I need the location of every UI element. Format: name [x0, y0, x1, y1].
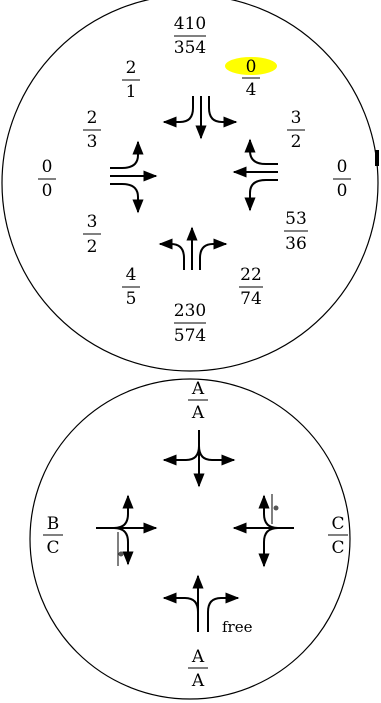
free-label: free — [222, 618, 253, 636]
fraction-denominator: 5 — [126, 289, 137, 309]
fraction-numerator: 53 — [285, 209, 307, 229]
label-denominator: A — [191, 403, 205, 423]
fraction-south-right: 22 74 — [239, 265, 263, 309]
fraction-denominator: 3 — [87, 132, 98, 152]
fraction-west-upper: 2 3 — [83, 108, 101, 152]
fraction-denominator: 0 — [42, 181, 53, 201]
fraction-numerator: 2 — [126, 58, 137, 78]
fraction-numerator: 0 — [42, 157, 53, 177]
fraction-numerator: 4 — [126, 265, 137, 285]
fraction-east: 0 0 — [333, 157, 351, 201]
fraction-denominator: 2 — [87, 237, 98, 257]
fraction-denominator: 2 — [291, 132, 302, 152]
fraction-numerator: 230 — [174, 301, 206, 321]
fraction-south-left: 4 5 — [122, 265, 140, 309]
lane-arrows-south — [162, 574, 240, 632]
fraction-west: 0 0 — [38, 157, 56, 201]
fraction-denominator: 4 — [246, 80, 257, 100]
fraction-numerator: 410 — [174, 14, 206, 34]
fraction-denominator: 74 — [240, 289, 262, 309]
edge-mark — [375, 150, 379, 166]
fraction-north-left: 2 1 — [122, 58, 140, 102]
arrows-south-approach — [158, 226, 228, 270]
fraction-numerator: 22 — [240, 265, 262, 285]
label-east: C C — [328, 514, 348, 558]
label-north: A A — [188, 379, 208, 423]
label-south: A A — [188, 647, 208, 691]
lane-arrows-east — [232, 494, 294, 568]
fraction-numerator: 0 — [246, 57, 257, 77]
fraction-denominator: 36 — [285, 234, 307, 254]
highlight-marker — [225, 57, 277, 75]
fraction-denominator: 0 — [337, 181, 348, 201]
label-denominator: C — [46, 538, 59, 558]
label-numerator: A — [191, 647, 205, 667]
fraction-north-right: 0 4 — [242, 57, 260, 100]
fraction-denominator: 1 — [126, 82, 137, 102]
lane-assignment-circle: A A B C C C A A free — [29, 378, 351, 700]
label-numerator: B — [47, 514, 60, 534]
fraction-numerator: 2 — [87, 108, 98, 128]
lane-arrows-west — [96, 494, 158, 566]
arrows-north-approach — [162, 96, 238, 140]
label-denominator: C — [331, 538, 344, 558]
label-numerator: C — [331, 514, 344, 534]
turning-counts-circle: 410 354 0 4 2 1 2 3 0 0 3 2 — [1, 0, 379, 372]
label-west: B C — [43, 514, 63, 558]
label-numerator: A — [191, 379, 205, 399]
fraction-north: 410 354 — [174, 14, 206, 58]
lane-arrows-north — [162, 430, 236, 488]
fraction-denominator: 574 — [174, 326, 206, 346]
fraction-denominator: 354 — [174, 38, 206, 58]
label-denominator: A — [191, 671, 205, 691]
fraction-numerator: 3 — [291, 108, 302, 128]
fraction-numerator: 3 — [87, 212, 98, 232]
fraction-east-upper: 3 2 — [287, 108, 305, 152]
arrows-west-approach — [110, 140, 158, 214]
fraction-numerator: 0 — [337, 157, 348, 177]
fraction-east-lower: 53 36 — [284, 209, 308, 254]
arrows-east-approach — [232, 138, 278, 212]
fraction-west-lower: 3 2 — [83, 212, 101, 257]
top-circle-outline — [1, 0, 379, 372]
bottom-circle-outline — [29, 378, 351, 700]
fraction-south: 230 574 — [174, 301, 206, 346]
